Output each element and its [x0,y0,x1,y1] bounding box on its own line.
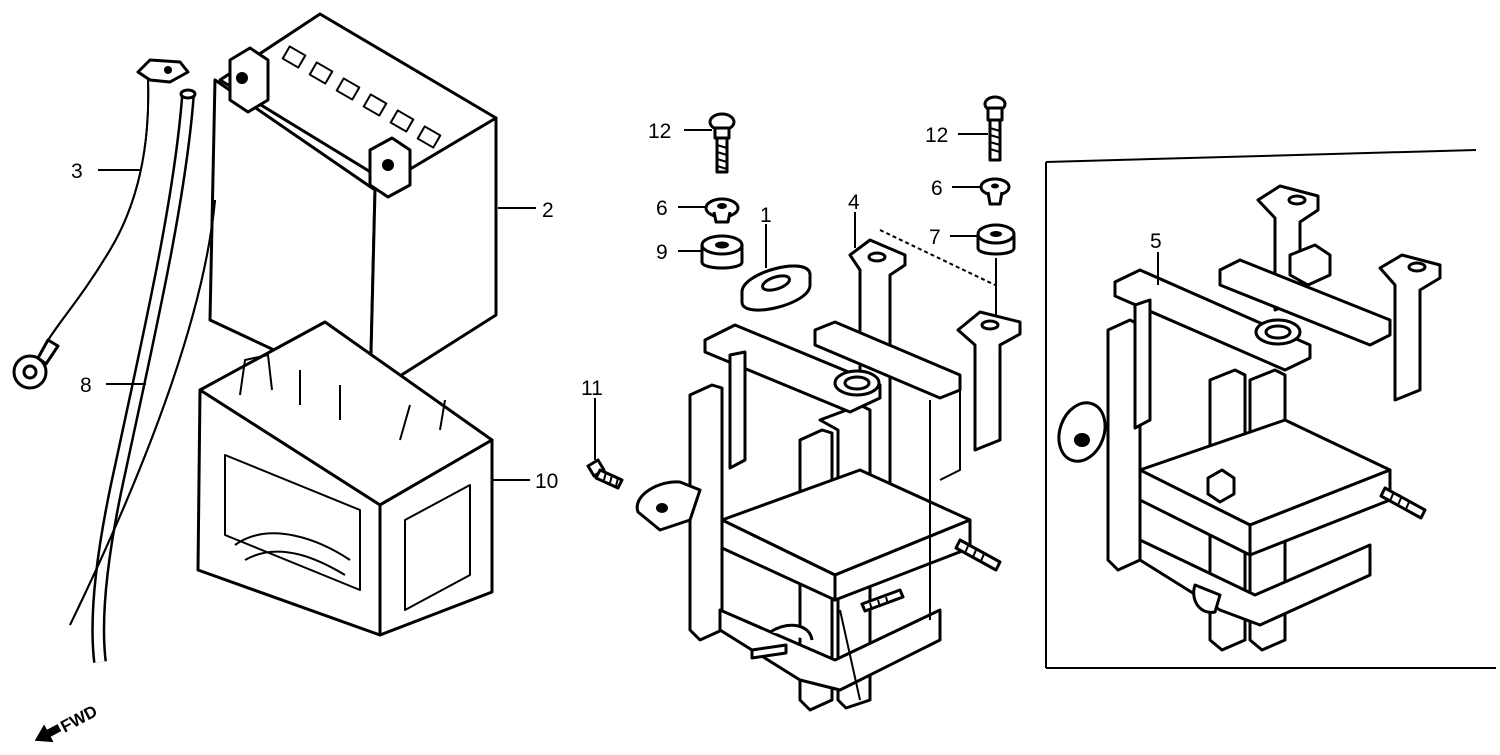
cushion-1 [740,264,812,312]
battery [208,12,498,397]
callout-1: 1 [760,204,772,227]
inset-frame [1045,149,1496,669]
washer-6-left [704,197,740,224]
callout-5: 5 [1150,230,1162,253]
battery-cable [12,58,190,390]
screw-11 [586,458,624,490]
battery-holder-assembled [1057,184,1442,652]
fwd-arrow-icon [34,724,62,743]
bolt-12-left [708,112,736,174]
leader-lines [98,129,1159,481]
grommet-9 [700,234,744,270]
battery-holder [635,229,1022,712]
callout-7: 7 [929,226,941,249]
callout-4: 4 [848,191,860,214]
callout-3: 3 [71,160,83,183]
grommet-7 [976,223,1016,256]
callout-6-left: 6 [656,197,668,220]
washer-6-right [979,177,1011,206]
bolt-12-right [983,95,1007,162]
callout-12-left: 12 [648,120,671,143]
fwd-indicator: FWD [34,701,101,743]
breather-tube [91,88,197,663]
callout-12-right: 12 [925,124,948,147]
callout-8: 8 [80,374,92,397]
callout-10: 10 [535,470,558,493]
callout-9: 9 [656,241,668,264]
battery-case [196,320,494,637]
callout-6-right: 6 [931,177,943,200]
callout-labels: 1 2 3 4 5 6 6 7 8 9 10 11 12 12 [71,120,1162,493]
callout-2: 2 [542,199,554,222]
callout-11: 11 [581,377,603,400]
fwd-label: FWD [57,701,100,736]
